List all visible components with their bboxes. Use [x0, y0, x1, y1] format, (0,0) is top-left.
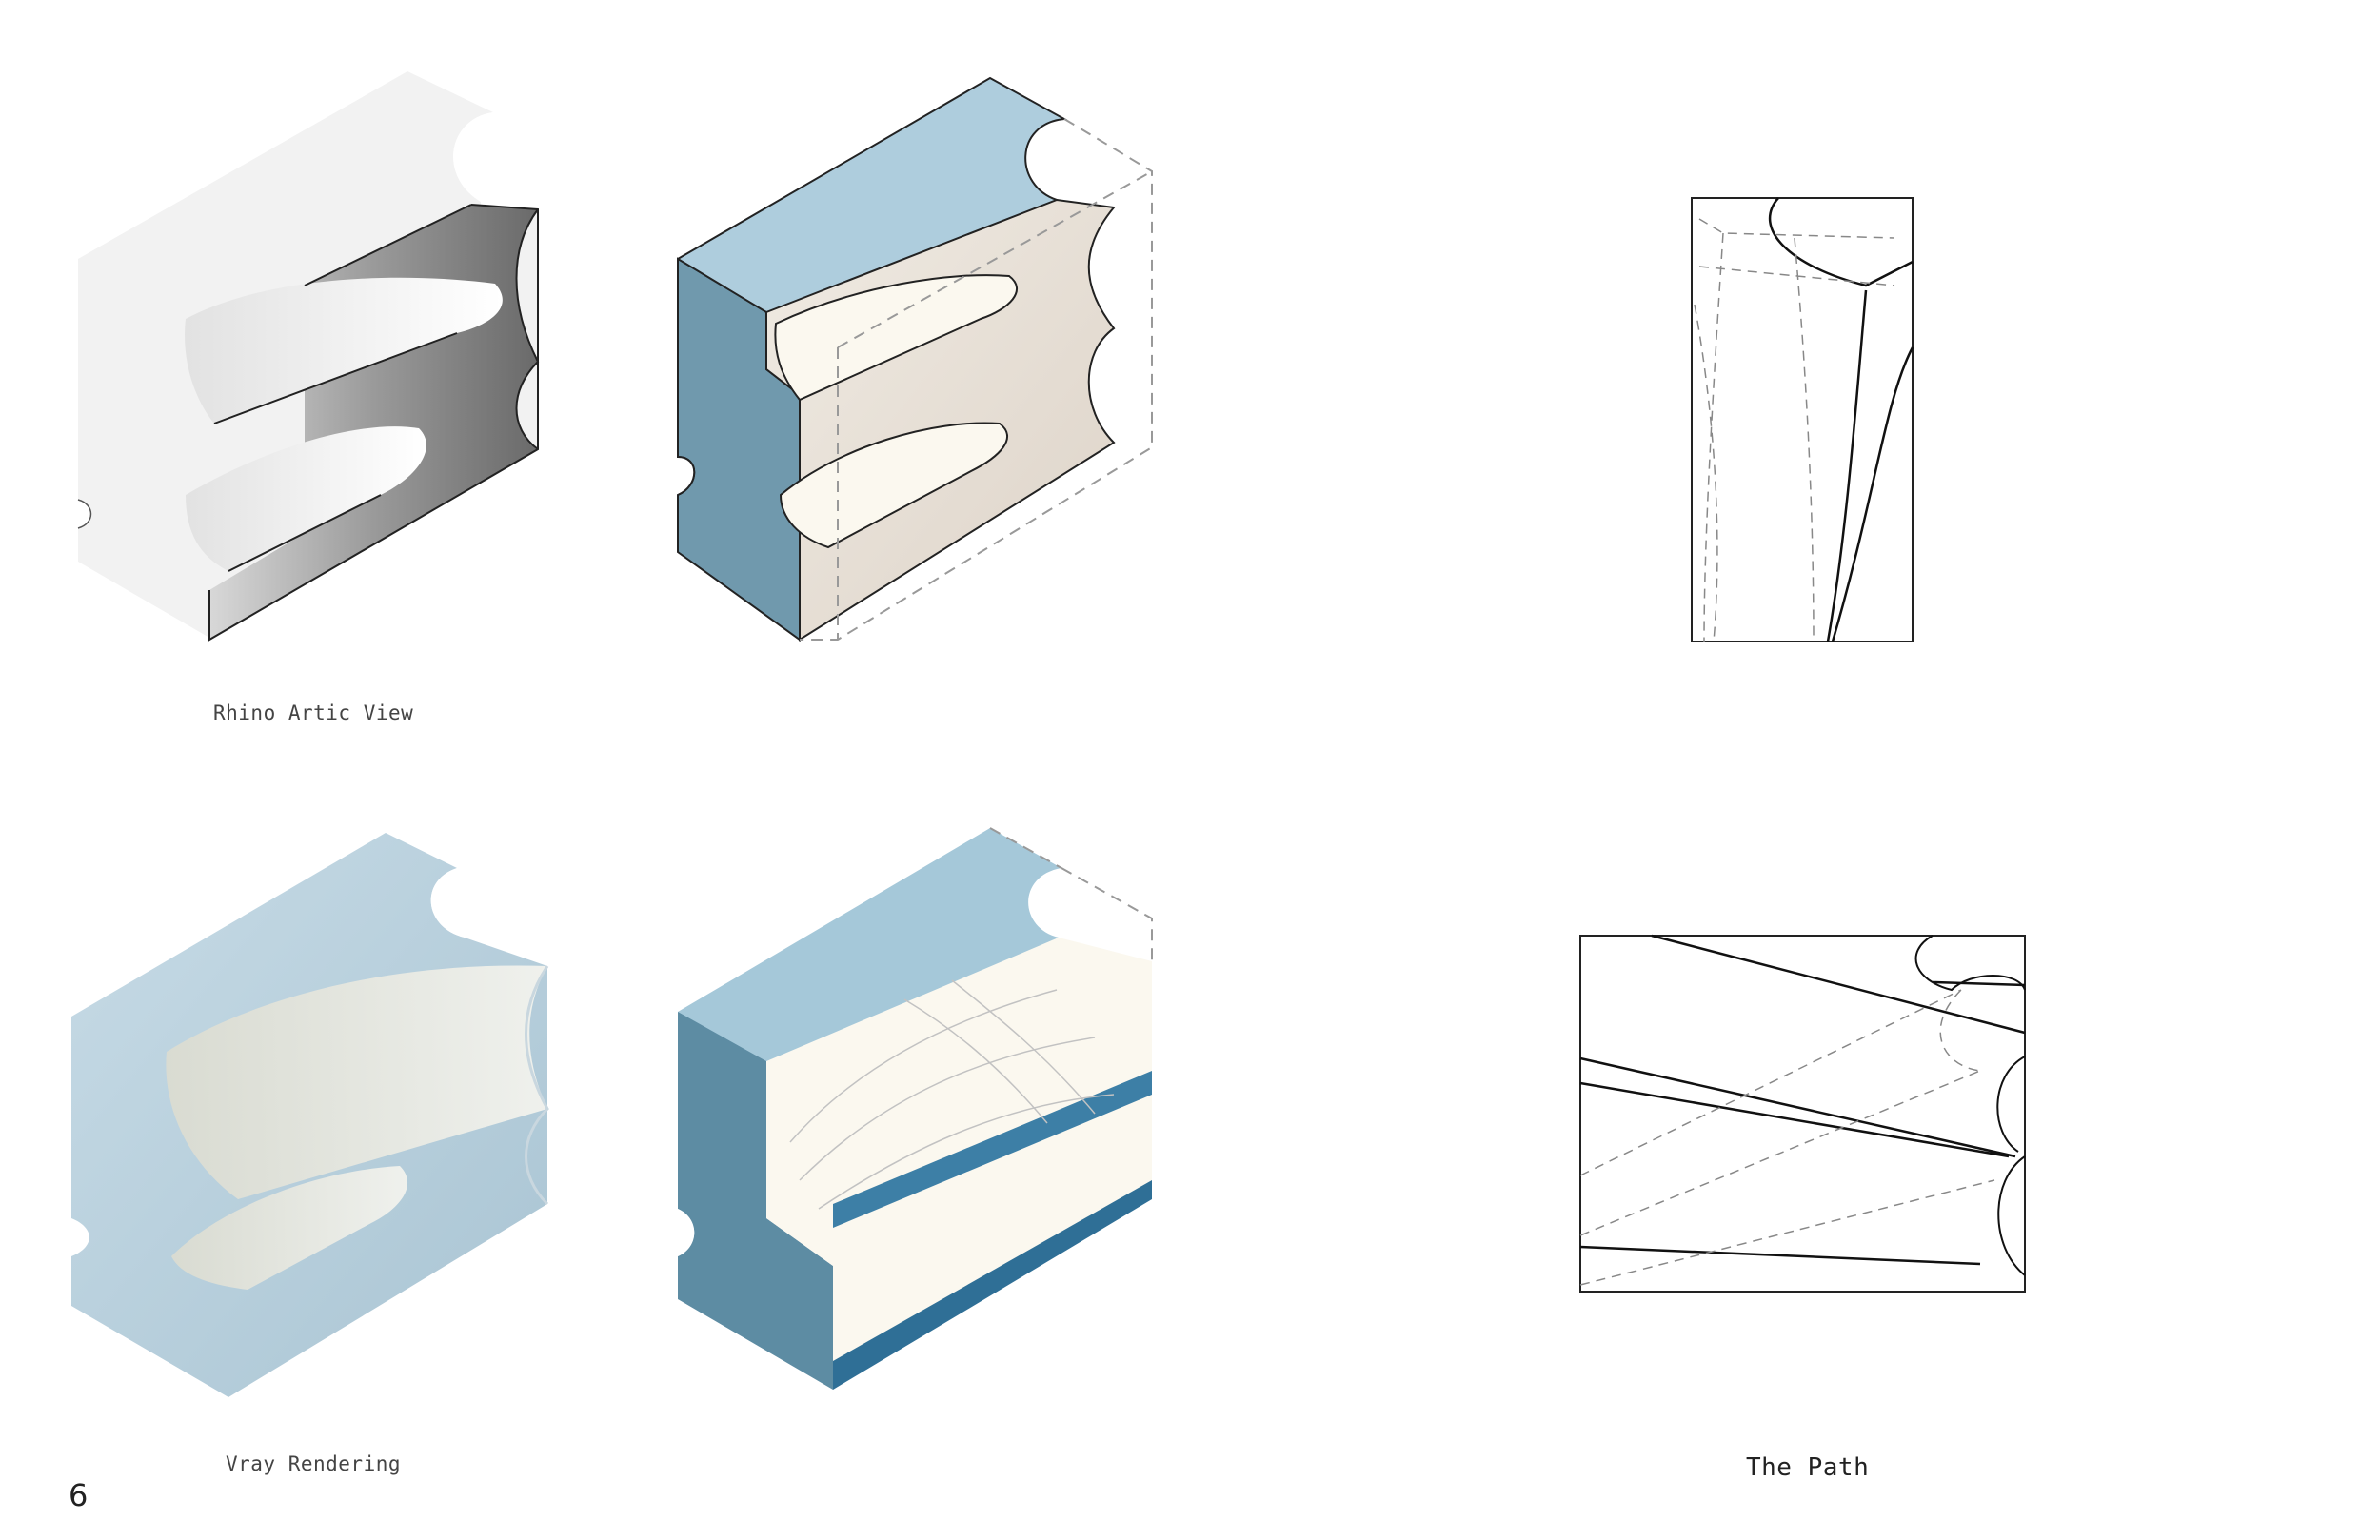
- path-horizontal-arcs: [1914, 935, 2026, 1276]
- blue-rendered-model: [678, 827, 1153, 1390]
- vray-rendering-model: [71, 833, 549, 1397]
- rhino-scallops: [515, 208, 540, 450]
- caption-vray-rendering: Vray Rendering: [226, 1452, 402, 1475]
- blue-left-notch: [677, 456, 696, 496]
- path-drawing-horizontal: [1579, 934, 2026, 1293]
- path-horizontal-solid-lines: [1579, 934, 2026, 1266]
- blue2-dark-band-upper: [833, 1071, 1152, 1228]
- vray-side-notch: [71, 1218, 89, 1256]
- blue-section-model: [677, 76, 1153, 642]
- rhino-fin-lower: [186, 426, 426, 571]
- blue2-left-notch: [678, 1209, 695, 1256]
- path-vertical-frame: [1691, 197, 1914, 642]
- blue2-left-face: [678, 1012, 833, 1390]
- rhino-cutout-top: [453, 112, 493, 207]
- blue-dashed-bounds: [800, 118, 1153, 641]
- vray-top-notch: [430, 868, 465, 938]
- rhino-side-notch: [77, 499, 92, 529]
- rhino-outline: [208, 204, 539, 642]
- page-number: 6: [69, 1477, 89, 1513]
- vray-fin-upper: [166, 965, 547, 1199]
- blue2-top-face: [678, 828, 1061, 1071]
- vray-scallops: [525, 965, 549, 1206]
- caption-rhino-artic-view: Rhino Artic View: [213, 701, 414, 724]
- rhino-artic-model: [77, 71, 540, 642]
- blue2-wireframe: [789, 979, 1115, 1210]
- vray-fin-lower: [171, 1166, 408, 1290]
- blue2-dashed-bounds: [989, 827, 1153, 961]
- blue2-dark-band-lower: [833, 1180, 1152, 1390]
- path-horizontal-dashed-lines: [1579, 989, 1995, 1286]
- blue-fin-upper: [774, 274, 1019, 402]
- path-vertical-dashed-lines: [1694, 218, 1895, 642]
- path-horizontal-frame: [1579, 935, 2026, 1293]
- blue-fin-lower: [779, 422, 1009, 549]
- path-drawing-vertical: [1691, 197, 1914, 642]
- rhino-fin-upper: [185, 277, 503, 424]
- caption-the-path: The Path: [1746, 1453, 1870, 1482]
